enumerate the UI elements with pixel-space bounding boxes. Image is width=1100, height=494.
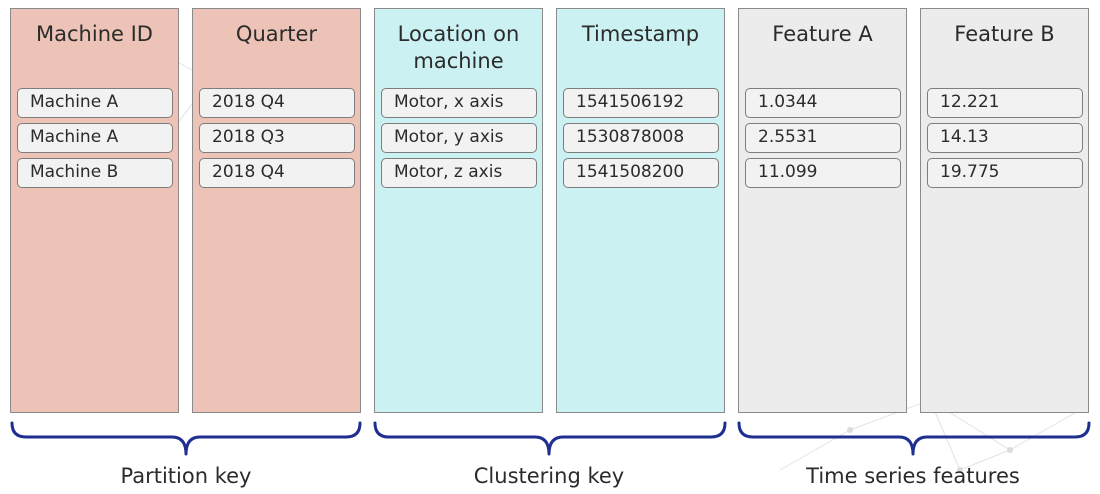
data-cell: 12.221 <box>927 88 1083 118</box>
data-cell: 1541508200 <box>563 158 719 188</box>
data-cell: Motor, z axis <box>381 158 537 188</box>
column-feature-a: Feature A 1.0344 2.5531 11.099 <box>738 8 907 413</box>
time-series-features-brace <box>737 421 1091 456</box>
partition-key-label: Partition key <box>120 464 252 488</box>
data-cell: 2.5531 <box>745 123 901 153</box>
column-header: Feature B <box>954 22 1055 46</box>
data-cell: Machine A <box>17 123 173 153</box>
clustering-key-label: Clustering key <box>473 464 625 488</box>
clustering-key-brace <box>373 421 727 456</box>
data-cell: Motor, x axis <box>381 88 537 118</box>
time-series-features-label: Time series features <box>806 464 1020 488</box>
data-cell: 1.0344 <box>745 88 901 118</box>
data-cell: 1530878008 <box>563 123 719 153</box>
data-cell: 11.099 <box>745 158 901 188</box>
data-cell: 19.775 <box>927 158 1083 188</box>
data-cell: Motor, y axis <box>381 123 537 153</box>
column-feature-b: Feature B 12.221 14.13 19.775 <box>920 8 1089 413</box>
column-machine-id: Machine ID Machine A Machine A Machine B <box>10 8 179 413</box>
data-cell: 1541506192 <box>563 88 719 118</box>
data-cell: 2018 Q3 <box>199 123 355 153</box>
column-header: Quarter <box>235 22 318 46</box>
column-timestamp: Timestamp 1541506192 1530878008 15415082… <box>556 8 725 413</box>
column-quarter: Quarter 2018 Q4 2018 Q3 2018 Q4 <box>192 8 361 413</box>
column-location-on-machine: Location on machine Motor, x axis Motor,… <box>374 8 543 413</box>
data-cell: Machine B <box>17 158 173 188</box>
column-header: Location on machine <box>397 22 520 73</box>
data-cell: Machine A <box>17 88 173 118</box>
data-cell: 2018 Q4 <box>199 88 355 118</box>
data-cell: 14.13 <box>927 123 1083 153</box>
column-header: Machine ID <box>36 22 153 46</box>
column-header: Feature A <box>772 22 873 46</box>
data-cell: 2018 Q4 <box>199 158 355 188</box>
column-header: Timestamp <box>581 22 700 46</box>
partition-key-brace <box>10 421 362 456</box>
